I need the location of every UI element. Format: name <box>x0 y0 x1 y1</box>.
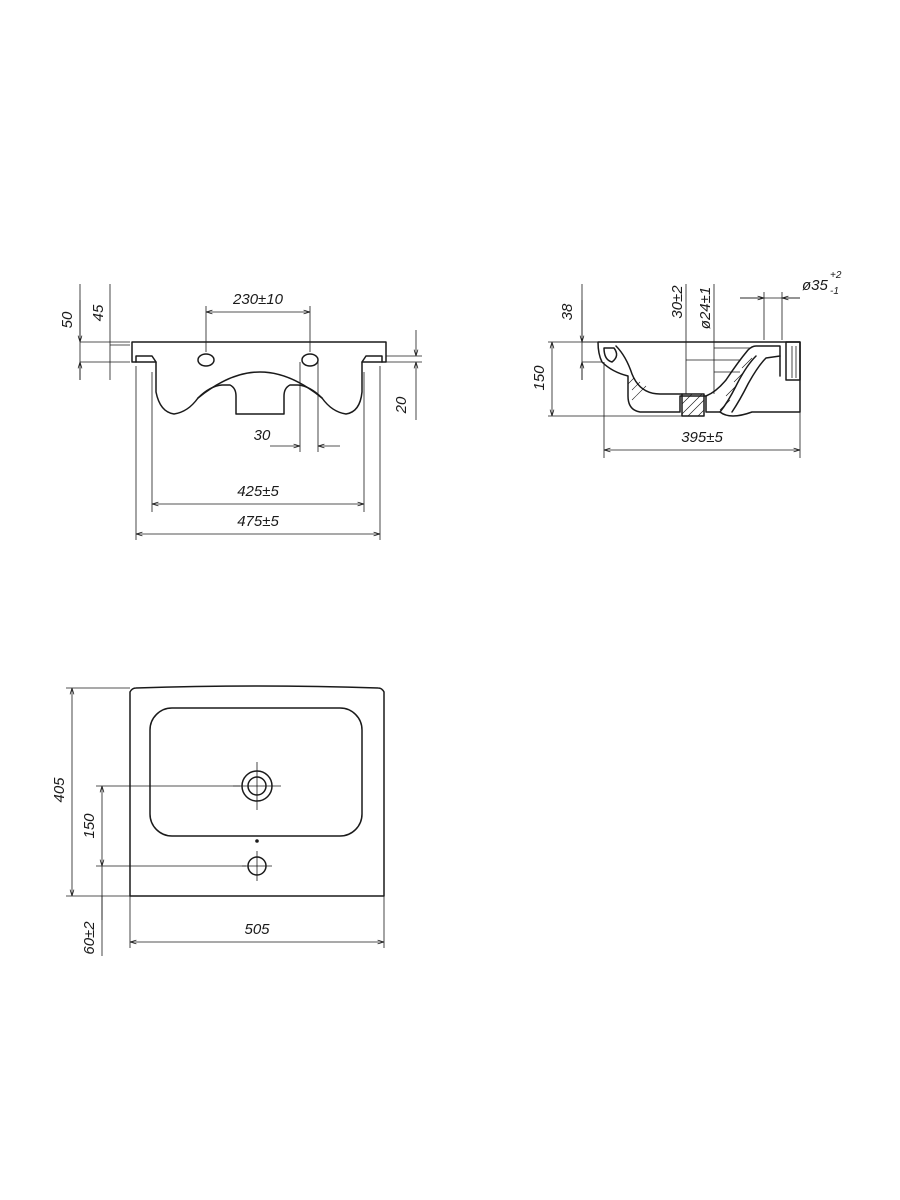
front-basin-curve <box>197 371 323 399</box>
dim-front-50: 50 <box>59 311 76 328</box>
top-overflow-dot <box>255 839 259 843</box>
dim-front-45: 45 <box>90 304 107 321</box>
side-drain-hatch <box>681 393 705 417</box>
top-basin <box>149 707 363 837</box>
dim-side-d35-tol-lower: -1 <box>830 286 839 297</box>
front-tap-hole-right <box>301 353 319 367</box>
side-basin-wall <box>705 345 781 397</box>
dim-side-d24: ø24±1 <box>697 287 714 329</box>
top-view-outline <box>129 685 385 897</box>
dim-side-d35-tol-upper: +2 <box>830 270 842 281</box>
dim-side-d35: ø35 <box>802 277 829 294</box>
dim-top-505: 505 <box>244 921 270 938</box>
side-front-pocket <box>603 347 618 363</box>
dim-front-230: 230±10 <box>232 291 284 308</box>
side-drain-section <box>681 393 705 417</box>
front-ledge-right <box>361 355 383 363</box>
front-ledge-left <box>135 355 157 363</box>
front-tap-hole-left <box>197 353 215 367</box>
side-overflow-box <box>785 341 801 381</box>
dim-front-20: 20 <box>393 396 410 414</box>
side-basin-inner <box>615 345 683 395</box>
side-wall-hatch <box>627 357 753 411</box>
side-view: 38 150 30±2 ø24±1 ø35 +2 -1 395±5 <box>531 270 842 458</box>
dim-front-30: 30 <box>254 427 271 444</box>
dim-front-425: 425±5 <box>237 483 279 500</box>
dim-side-38: 38 <box>559 303 576 320</box>
dim-side-395: 395±5 <box>681 429 723 446</box>
side-outline <box>597 341 801 417</box>
top-view: 405 150 60±2 505 <box>51 685 385 956</box>
front-view-outline <box>131 341 387 415</box>
front-view: 50 45 230±10 20 30 425±5 475±5 <box>59 284 422 540</box>
dim-side-30pm2: 30±2 <box>669 285 686 319</box>
side-back-wall-2 <box>731 355 781 413</box>
dim-top-405: 405 <box>51 777 68 803</box>
dim-side-150: 150 <box>531 365 548 391</box>
dim-front-475: 475±5 <box>237 513 279 530</box>
dim-top-60: 60±2 <box>81 921 98 955</box>
dim-top-150: 150 <box>81 813 98 839</box>
